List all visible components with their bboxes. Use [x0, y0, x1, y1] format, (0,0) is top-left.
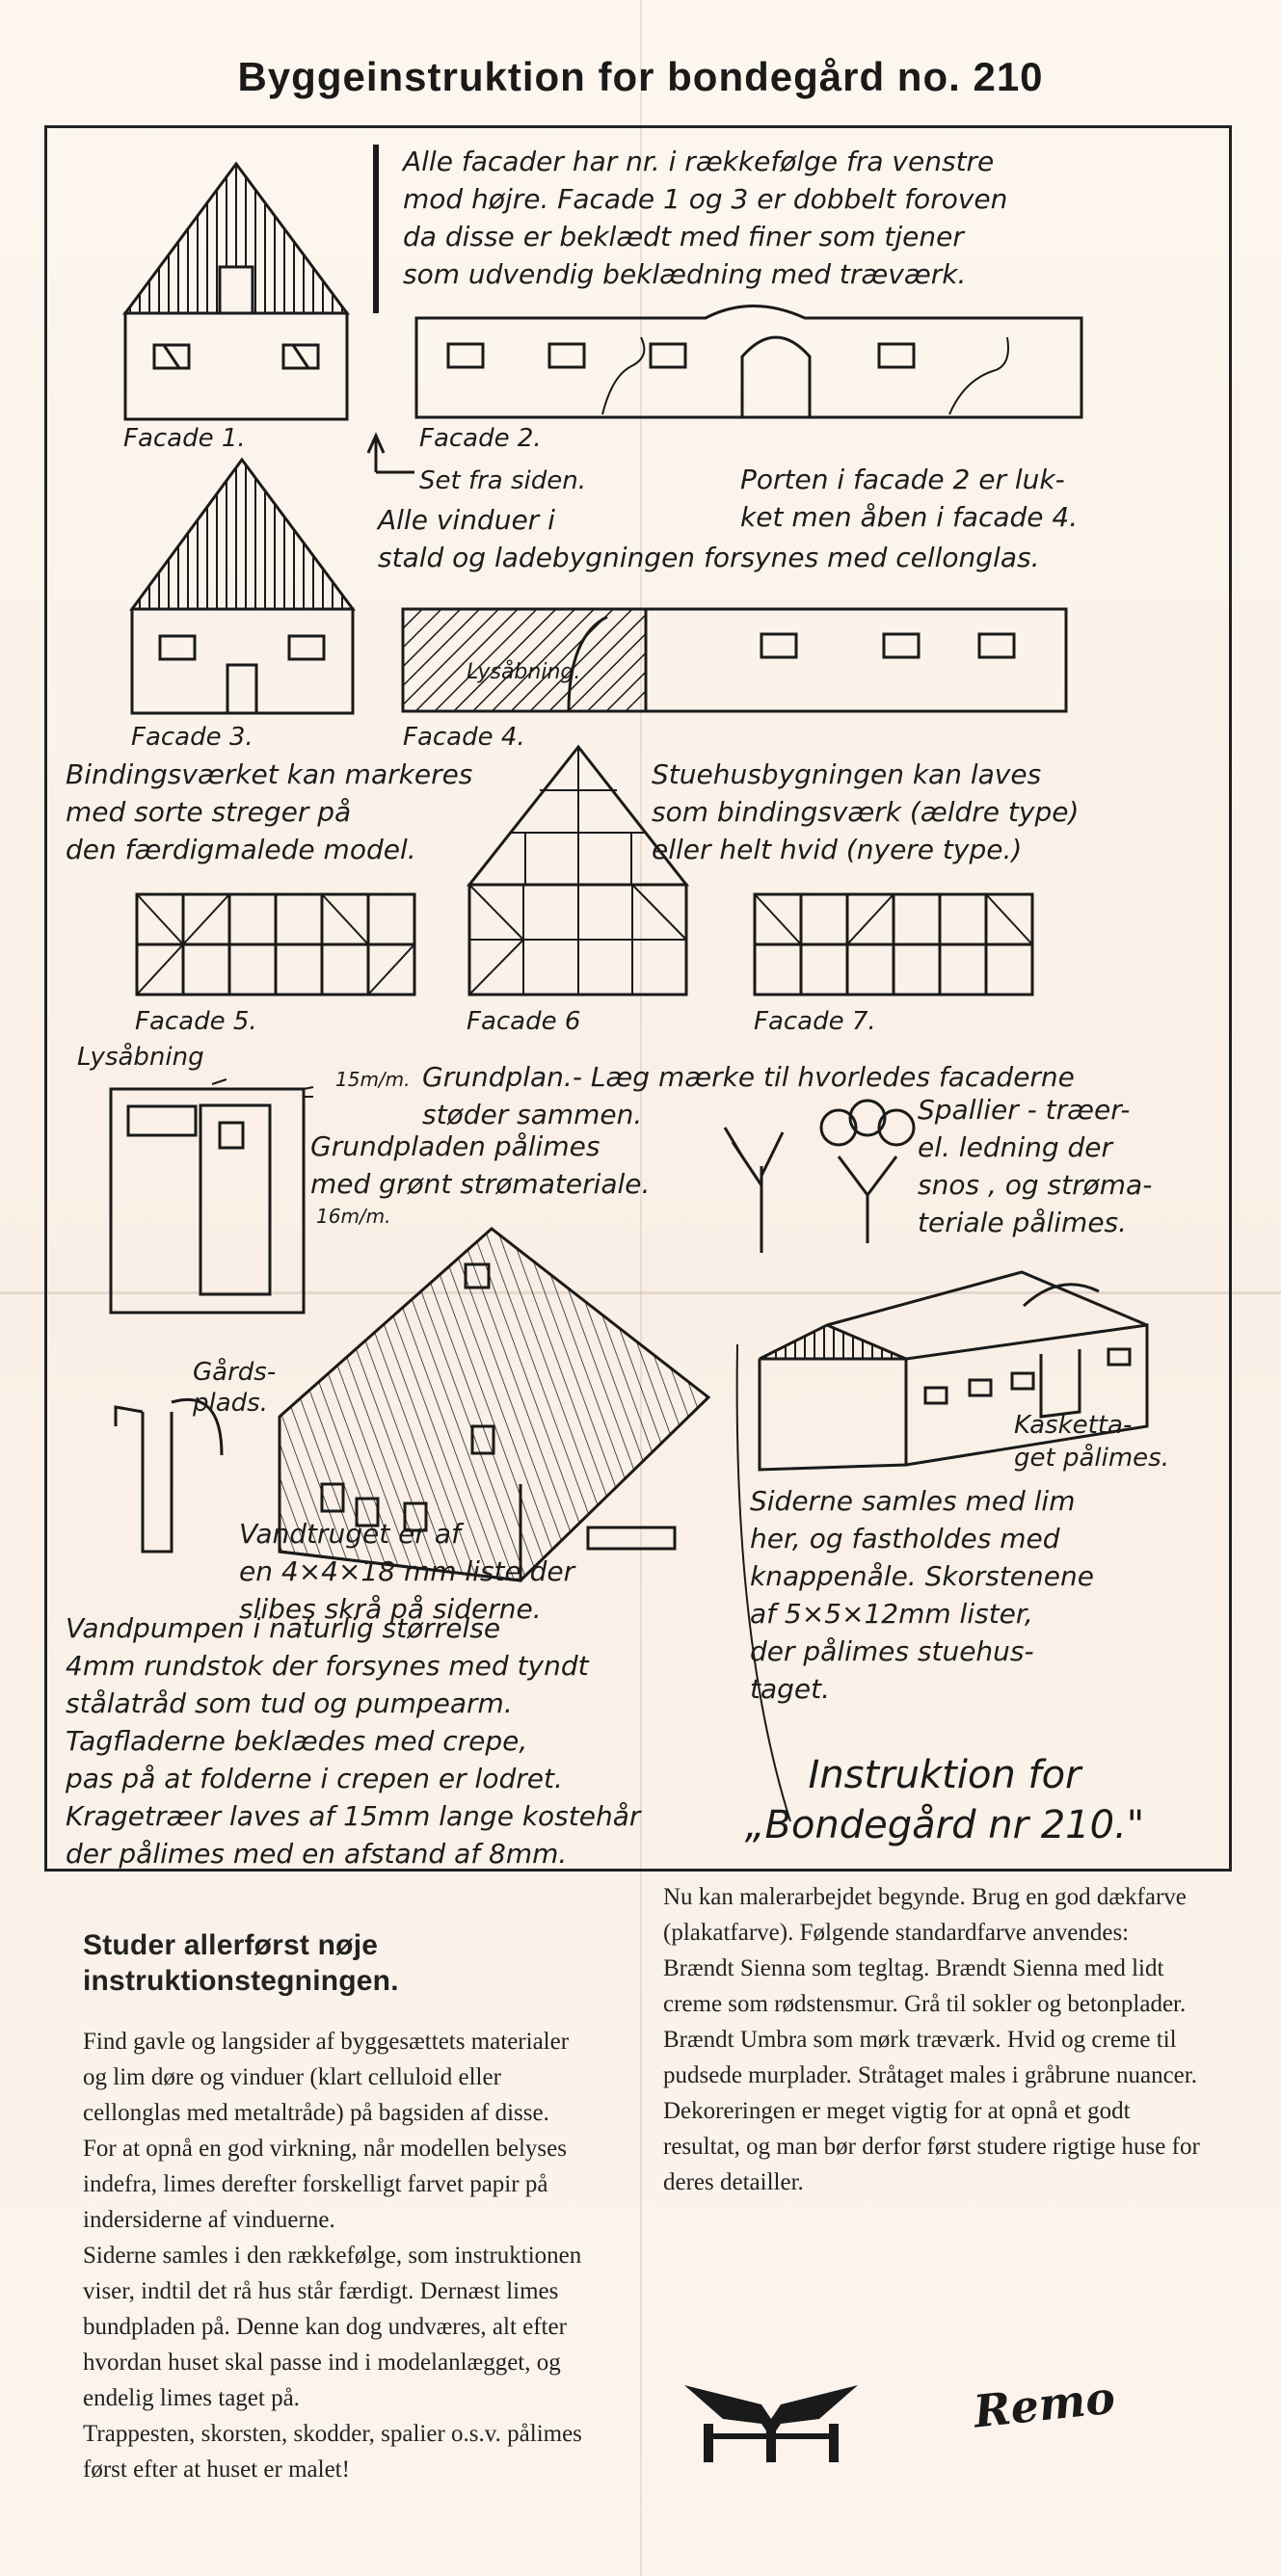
fold-line-vertical: [640, 0, 642, 2576]
right-text-column: Nu kan malerarbejdet begynde. Brug en go…: [663, 1879, 1203, 2200]
note-yard: Gårds- plads.: [193, 1358, 277, 1418]
note-cap-roof: Kasketta- get pålimes.: [1014, 1411, 1169, 1473]
floor-plan-drawing: [111, 1079, 313, 1313]
note-floor-plan: Grundplan.- Læg mærke til hvorledes faca…: [422, 1061, 1075, 1130]
label-dim-16mm: 16m/m.: [316, 1205, 391, 1228]
facade-1-drawing: [125, 164, 347, 419]
label-light-opening-1: Lysåbning.: [467, 660, 581, 684]
note-water-trough: Vandtruget er af en 4×4×18 mm liste der …: [239, 1518, 575, 1625]
left-paragraph-2: Siderne samles i den rækkefølge, som ins…: [83, 2243, 582, 2411]
facade-7-drawing: [755, 894, 1032, 995]
drawing-frame: [44, 125, 1232, 1872]
facade-6-drawing: [469, 747, 686, 995]
winged-logo-icon: [684, 2385, 858, 2462]
left-paragraph-1: Find gavle og langsider af byggesættets …: [83, 2029, 570, 2233]
left-paragraph-3: Trappesten, skorsten, skodder, spalier o…: [83, 2421, 582, 2483]
right-paragraph-2: Brændt Sienna som tegltag. Brændt Sienna…: [663, 1955, 1197, 2088]
note-trees: Spallier - træer- el. ledning der snos ,…: [918, 1094, 1153, 1238]
barn-perspective-drawing: [760, 1272, 1147, 1470]
caption-facade-6: Facade 6: [467, 1007, 581, 1036]
caption-facade-2: Facade 2.: [419, 424, 542, 453]
fold-line-horizontal: [0, 1291, 1281, 1294]
note-side-view: Set fra siden.: [419, 466, 587, 495]
note-sides-assembly: Siderne samles med lim her, og fastholde…: [750, 1485, 1094, 1705]
note-timber-framing: Bindingsværket kan markeres med sorte st…: [66, 758, 473, 865]
caption-facade-4: Facade 4.: [403, 723, 525, 752]
page-title: Byggeinstruktion for bondegård no. 210: [237, 54, 1044, 100]
note-gate: Porten i facade 2 er luk- ket men åben i…: [740, 464, 1079, 533]
right-paragraph-3: Dekoreringen er meget vigtig for at opnå…: [663, 2098, 1200, 2195]
note-windows: Alle vinduer i stald og ladebygningen fo…: [378, 504, 1040, 573]
caption-facade-5: Facade 5.: [135, 1007, 257, 1036]
caption-facade-3: Facade 3.: [131, 723, 254, 752]
note-farmhouse: Stuehusbygningen kan laves som bindingsv…: [652, 758, 1080, 865]
facade-5-drawing: [137, 894, 414, 995]
note-facades-order: Alle facader har nr. i rækkefølge fra ve…: [403, 146, 1008, 290]
left-column-heading: Studer allerførst nøje instruktionstegni…: [83, 1929, 399, 1997]
facade-2-drawing: [416, 306, 1081, 418]
note-baseplate: Grundpladen pålimes med grønt strømateri…: [310, 1130, 651, 1200]
water-pump-drawing: [116, 1399, 222, 1552]
facade-4-drawing: [403, 609, 1066, 711]
label-light-opening-2: Lysåbning: [77, 1043, 204, 1072]
facade-3-drawing: [132, 460, 353, 713]
farm-perspective-drawing: [280, 1229, 708, 1580]
caption-facade-7: Facade 7.: [754, 1007, 876, 1036]
instruction-signature-block: Instruktion for „Bondegård nr 210.": [744, 1753, 1145, 1847]
label-dim-15mm: 15m/m.: [335, 1068, 411, 1091]
trees-drawing: [725, 1101, 914, 1253]
side-view-post: [368, 145, 414, 472]
left-text-column: Studer allerførst nøje instruktionstegni…: [83, 1927, 584, 2487]
note-pump-and-roof: Vandpumpen i naturlig størrelse 4mm rund…: [66, 1612, 641, 1870]
right-paragraph-1: Nu kan malerarbejdet begynde. Brug en go…: [663, 1884, 1187, 1946]
caption-facade-1: Facade 1.: [123, 424, 246, 453]
